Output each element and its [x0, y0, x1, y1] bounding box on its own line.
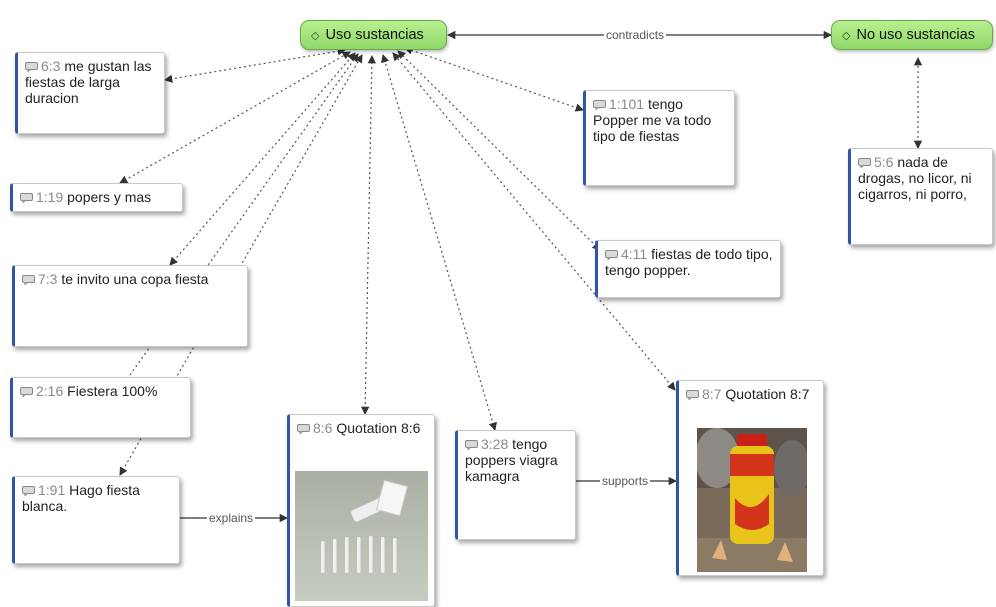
comment-icon	[25, 62, 38, 72]
quotation-3-28[interactable]: 3:28 tengo poppers viagra kamagra	[455, 430, 576, 540]
code-no-uso-sustancias[interactable]: ◇ No uso sustancias	[831, 20, 993, 50]
comment-icon	[20, 387, 33, 397]
code-diamond-icon: ◇	[311, 29, 320, 42]
quotation-7-3[interactable]: 7:3 te invito una copa fiesta	[12, 265, 248, 347]
comment-icon	[22, 486, 35, 496]
code-diamond-icon: ◇	[842, 29, 851, 42]
quotation-1-101[interactable]: 1:101 tengo Popper me va todo tipo de fi…	[583, 90, 735, 186]
quotation-1-91[interactable]: 1:91 Hago fiesta blanca.	[12, 476, 180, 564]
quotation-id: 8:6	[313, 420, 333, 436]
quotation-id: 6:3	[41, 58, 61, 74]
quotation-id: 1:101	[609, 96, 645, 112]
comment-icon	[22, 275, 35, 285]
quotation-id: 5:6	[874, 154, 894, 170]
comment-icon	[297, 424, 310, 434]
quotation-image	[697, 428, 807, 572]
code-label: No uso sustancias	[856, 27, 975, 43]
comment-icon	[686, 390, 699, 400]
code-uso-sustancias[interactable]: ◇ Uso sustancias	[300, 20, 447, 50]
comment-icon	[858, 158, 871, 168]
quotation-text: Fiestera 100%	[67, 383, 158, 399]
quotation-text: Quotation 8:6	[336, 420, 421, 436]
edge-1-101	[404, 46, 584, 112]
comment-icon	[605, 250, 618, 260]
quotation-6-3[interactable]: 6:3 me gustan las fiestas de larga durac…	[15, 52, 165, 134]
comment-icon	[20, 193, 33, 203]
quotation-id: 1:19	[36, 189, 64, 205]
explains-label: explains	[207, 511, 256, 525]
quotation-id: 3:28	[481, 436, 509, 452]
comment-icon	[593, 100, 606, 110]
contradicts-label: contradicts	[604, 28, 667, 42]
quotation-text: Hago fiesta blanca.	[22, 482, 140, 514]
edge-4-11	[397, 50, 601, 251]
code-label: Uso sustancias	[325, 27, 424, 43]
edge-6-3	[163, 47, 347, 83]
quotation-text: me gustan las fiestas de larga duracion	[25, 58, 152, 106]
comment-icon	[465, 440, 478, 450]
edge-3-28	[381, 53, 497, 432]
quotation-id: 1:91	[38, 482, 66, 498]
quotation-text: popers y mas	[67, 189, 152, 205]
quotation-image	[295, 471, 428, 601]
quotation-id: 8:7	[702, 386, 722, 402]
quotation-text: nada de drogas, no licor, ni cigarros, n…	[858, 154, 972, 202]
supports-label: supports	[600, 474, 651, 488]
quotation-text: te invito una copa fiesta	[61, 271, 209, 287]
quotation-8-6[interactable]: 8:6 Quotation 8:6	[287, 414, 435, 607]
quotation-5-6[interactable]: 5:6 nada de drogas, no licor, ni cigarro…	[848, 148, 993, 245]
edge-7-3	[169, 52, 356, 266]
quotation-id: 2:16	[36, 383, 64, 399]
quotation-id: 4:11	[621, 246, 648, 262]
edge-8-6	[360, 54, 377, 416]
quotation-id: 7:3	[38, 271, 58, 287]
quotation-text: fiestas de todo tipo, tengo popper.	[605, 246, 773, 278]
quotation-4-11[interactable]: 4:11 fiestas de todo tipo, tengo popper.	[595, 240, 781, 298]
quotation-2-16[interactable]: 2:16 Fiestera 100%	[10, 377, 191, 438]
quotation-8-7[interactable]: 8:7 Quotation 8:7	[676, 380, 824, 576]
quotation-text: tengo poppers viagra kamagra	[465, 436, 558, 484]
quotation-1-19[interactable]: 1:19 popers y mas	[10, 183, 183, 212]
quotation-text: Quotation 8:7	[725, 386, 810, 402]
quotation-text: tengo Popper me va todo tipo de fiestas	[593, 96, 712, 144]
